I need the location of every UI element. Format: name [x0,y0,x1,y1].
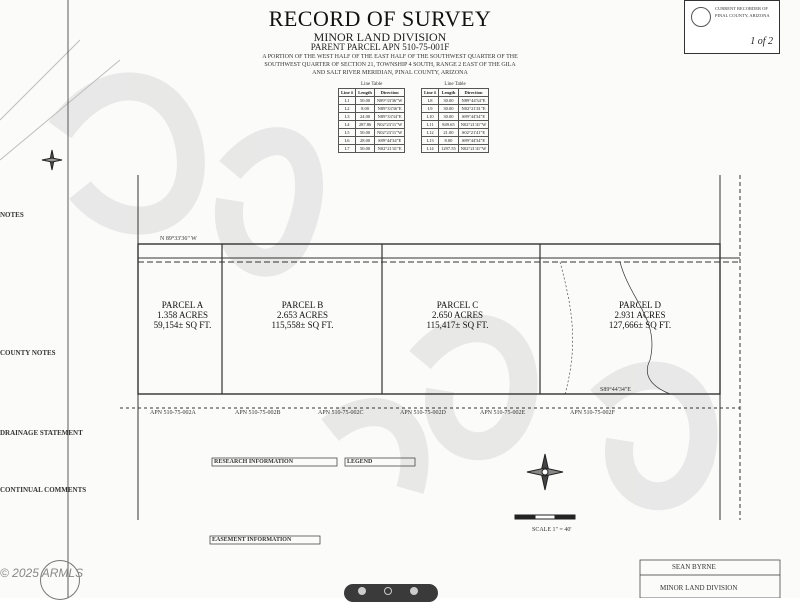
drainage-heading: DRAINAGE STATEMENT [0,429,83,437]
apn-label: APN 510-75-002E [480,410,526,416]
page-title: RECORD OF SURVEY [268,6,492,31]
stamp-note: CURRENT RECORDER OF PINAL COUNTY, ARIZON… [715,6,770,18]
apn-label: APN 510-75-002C [318,410,364,416]
zoom-in-icon[interactable] [410,587,418,595]
easement-heading: EASEMENT INFORMATION [212,537,292,543]
legend-heading: LEGEND [347,459,373,465]
surveyor-name: SEAN BYRNE [672,563,716,571]
north-bearing: N 89°33'36" W [160,236,197,242]
recorder-stamp: CURRENT RECORDER OF PINAL COUNTY, ARIZON… [684,0,780,54]
parent-parcel: PARENT PARCEL APN 510-75-001F [310,42,450,52]
apn-label: APN 510-75-002A [150,410,196,416]
north-arrow-icon [526,453,564,491]
south-bearing: S89°44'34"E [600,387,631,393]
zoom-icon[interactable] [384,587,392,595]
apn-label: APN 510-75-002B [235,410,281,416]
research-heading: RESEARCH INFORMATION [214,459,294,465]
table-cell: N02°21'41"E [373,144,406,153]
legal-description: A PORTION OF THE WEST HALF OF THE EAST H… [262,54,518,76]
apn-label: APN 510-75-002F [570,410,615,416]
parcel-b-label: PARCEL B 2.653 ACRES 115,558± SQ FT. [271,300,334,330]
table-cell: L7 [337,144,357,153]
apn-label: APN 510-75-002D [400,410,446,416]
watermark-text: © 2025 ARMLS [0,566,84,580]
parcel-d-label: PARCEL D 2.931 ACRES 127,666± SQ FT. [608,300,672,330]
footer-title: MINOR LAND DIVISION [660,584,738,592]
page-subtitle: MINOR LAND DIVISION [313,30,447,44]
table-cell: L14 [420,144,440,153]
notes-heading: NOTES [0,211,24,219]
sheet-number: 1 of 2 [750,36,773,47]
zoom-out-icon[interactable] [358,587,366,595]
county-notes-heading: COUNTY NOTES [0,349,56,357]
parcel-c-label: PARCEL C 2.650 ACRES 115,417± SQ FT. [426,300,489,330]
scale-label: SCALE 1" = 40' [532,527,572,533]
parcel-a-label: PARCEL A 1.358 ACRES 59,154± SQ FT. [153,300,212,330]
seal-icon [691,7,711,27]
table-cell: N02°21'41"W [457,144,490,153]
viewer-controls[interactable] [344,584,438,602]
comments-heading: CONTINUAL COMMENTS [0,486,87,494]
